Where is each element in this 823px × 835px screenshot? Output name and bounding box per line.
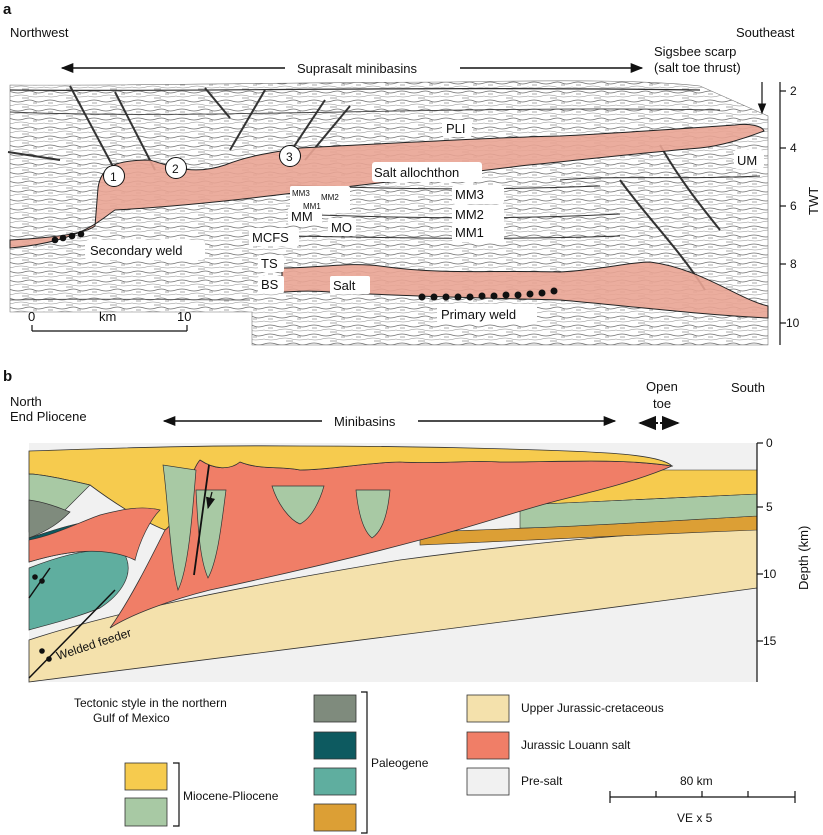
swatch-miocene-green [124, 797, 168, 827]
depth-tick-10: 10 [763, 567, 777, 581]
label-mcfs: MCFS [252, 230, 289, 245]
legend-paleogene: Paleogene [371, 756, 429, 770]
label-sigsbee-scarp: Sigsbee scarp [654, 44, 736, 59]
secondary-weld-dots [51, 230, 85, 244]
scale-label-km: km [99, 309, 116, 324]
label-mm2-small: MM2 [321, 193, 339, 202]
label-north: North [10, 394, 42, 409]
paleogene-wedge-teal [28, 550, 129, 631]
svg-text:3: 3 [286, 150, 293, 164]
legend-title-line1: Tectonic style in the northern [74, 696, 227, 710]
label-ve-x5: VE x 5 [677, 811, 713, 825]
label-bs: BS [261, 277, 279, 292]
scale-bar-a [31, 325, 188, 332]
label-mm1-small: MM1 [303, 202, 321, 211]
feeder-weld-dots [32, 574, 52, 662]
twt-tick-2: 2 [790, 84, 797, 98]
legend-louann-salt: Jurassic Louann salt [521, 738, 631, 752]
label-salt: Salt [333, 278, 356, 293]
label-mm: MM [291, 209, 313, 224]
legend-title-line2: Gulf of Mexico [93, 711, 170, 725]
scale-label-80km: 80 km [680, 774, 713, 788]
label-primary-weld: Primary weld [441, 307, 516, 322]
pre-salt-body [29, 588, 757, 682]
label-mm1: MM1 [455, 225, 484, 240]
panel-b-letter: b [3, 368, 12, 385]
fault-motion-arrow [206, 491, 216, 510]
minibasin-3 [271, 485, 325, 525]
label-mm2: MM2 [455, 207, 484, 222]
depth-tick-5: 5 [766, 500, 773, 514]
label-pli: PLI [446, 121, 466, 136]
label-boxes [85, 120, 764, 324]
swatch-paleogene-teal [313, 767, 357, 796]
salt-autochthonous [281, 261, 769, 319]
minibasin-fault [193, 464, 210, 576]
cross-section [28, 443, 758, 683]
swatch-louann-salt [466, 731, 510, 760]
label-mm3: MM3 [455, 187, 484, 202]
label-mo: MO [331, 220, 352, 235]
label-salt-toe-thrust: (salt toe thrust) [654, 60, 741, 75]
minibasin-4 [355, 489, 391, 539]
twt-axis [779, 82, 786, 345]
twt-tick-8: 8 [790, 257, 797, 271]
twt-axis-label: TWT [806, 187, 821, 215]
label-northwest: Northwest [10, 25, 69, 40]
marker-circle-2: 2 [165, 157, 187, 179]
label-open: Open [646, 379, 678, 394]
depth-tick-0: 0 [766, 436, 773, 450]
swatch-miocene-yellow [124, 762, 168, 791]
bracket-miocene-pliocene [173, 762, 180, 827]
depth-axis [756, 442, 763, 682]
marker-circle-1: 1 [103, 165, 125, 187]
label-salt-allochthon: Salt allochthon [374, 165, 459, 180]
label-south: South [731, 380, 765, 395]
label-um: UM [737, 153, 757, 168]
minibasin-fill-yellow [28, 445, 674, 531]
bracket-paleogene [361, 691, 368, 834]
legend-miocene-pliocene: Miocene-Pliocene [183, 789, 279, 803]
label-mm3-small: MM3 [292, 189, 310, 198]
legend-pre-salt: Pre-salt [521, 774, 563, 788]
panel-a-letter: a [3, 1, 12, 18]
wedge-fault [28, 567, 51, 599]
label-secondary-weld: Secondary weld [90, 243, 183, 258]
swatch-paleogene-gray [313, 694, 357, 723]
swatch-paleogene-orange [313, 803, 357, 832]
minibasin-2 [195, 489, 227, 579]
swatch-upper-jurassic [466, 694, 510, 723]
primary-weld-dots [418, 287, 558, 301]
minibasin-1 [162, 464, 197, 591]
twt-tick-10: 10 [786, 316, 800, 330]
svg-text:1: 1 [110, 170, 117, 184]
svg-text:2: 2 [172, 162, 179, 176]
label-suprasalt-minibasins: Suprasalt minibasins [297, 61, 417, 76]
depth-axis-label: Depth (km) [796, 526, 811, 590]
paleogene-wedge-gray [28, 499, 71, 539]
swatch-pre-salt [466, 767, 510, 796]
legend-upper-jurassic: Upper Jurassic-cretaceous [521, 701, 664, 715]
label-ts: TS [261, 256, 278, 271]
label-minibasins: Minibasins [334, 414, 396, 429]
scale-bar-b [609, 791, 796, 803]
label-toe: toe [653, 396, 671, 411]
twt-tick-4: 4 [790, 141, 797, 155]
salt-feeder-limb [28, 507, 161, 563]
scale-label-10: 10 [177, 309, 191, 324]
label-end-pliocene: End Pliocene [10, 409, 87, 424]
label-southeast: Southeast [736, 25, 795, 40]
twt-tick-6: 6 [790, 199, 797, 213]
marker-circle-3: 3 [279, 145, 301, 167]
scale-label-0: 0 [28, 309, 35, 324]
swatch-paleogene-darkteal [313, 731, 357, 760]
depth-tick-15: 15 [763, 634, 777, 648]
feeder-fault [28, 589, 116, 679]
